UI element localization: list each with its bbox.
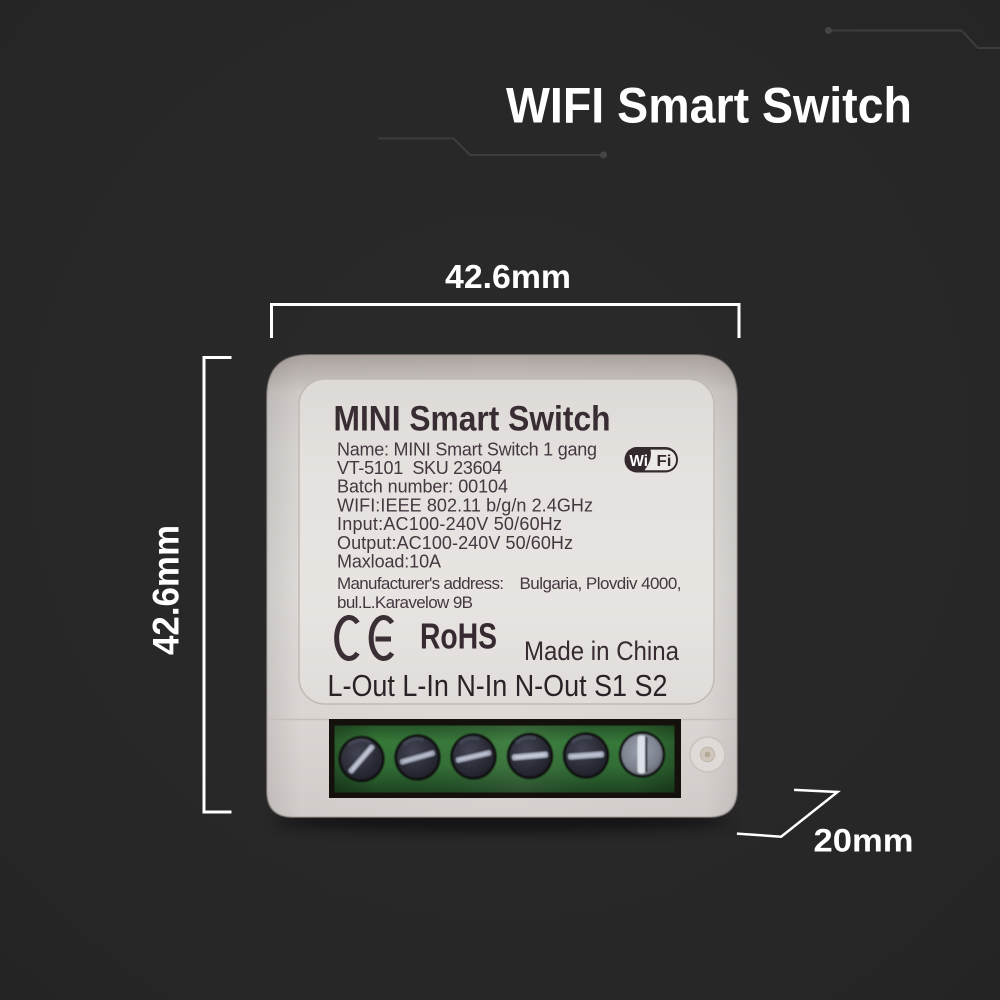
svg-text:VT-5101 SKU 23604: VT-5101 SKU 23604 <box>337 458 502 478</box>
svg-text:Maxload:10A: Maxload:10A <box>337 552 441 572</box>
svg-text:WIFI Smart Switch: WIFI Smart Switch <box>506 78 912 134</box>
svg-text:20mm: 20mm <box>814 823 914 859</box>
svg-text:Wi: Wi <box>630 453 649 470</box>
svg-text:Made in China: Made in China <box>524 636 680 666</box>
svg-text:Name: MINI Smart Switch 1 gang: Name: MINI Smart Switch 1 gang <box>337 440 597 460</box>
svg-text:42.6mm: 42.6mm <box>445 258 571 295</box>
svg-text:Batch number: 00104: Batch number: 00104 <box>337 477 508 497</box>
svg-text:bul.L.Karavelow 9B: bul.L.Karavelow 9B <box>337 593 473 612</box>
svg-text:RoHS: RoHS <box>420 616 497 657</box>
svg-text:Bulgaria, Plovdiv 4000,: Bulgaria, Plovdiv 4000, <box>520 574 682 593</box>
svg-text:Fi: Fi <box>657 453 672 470</box>
svg-text:Output:AC100-240V 50/60Hz: Output:AC100-240V 50/60Hz <box>337 533 573 553</box>
svg-text:MINI Smart Switch: MINI Smart Switch <box>334 400 611 439</box>
svg-text:WIFI:IEEE 802.11 b/g/n 2.4GHz: WIFI:IEEE 802.11 b/g/n 2.4GHz <box>337 495 593 515</box>
svg-text:Manufacturer's address:: Manufacturer's address: <box>337 574 504 593</box>
svg-text:L-Out L-In N-In N-Out S1 S2: L-Out L-In N-In N-Out S1 S2 <box>328 668 668 703</box>
svg-text:42.6mm: 42.6mm <box>146 525 187 655</box>
svg-text:Input:AC100-240V 50/60Hz: Input:AC100-240V 50/60Hz <box>337 514 562 534</box>
